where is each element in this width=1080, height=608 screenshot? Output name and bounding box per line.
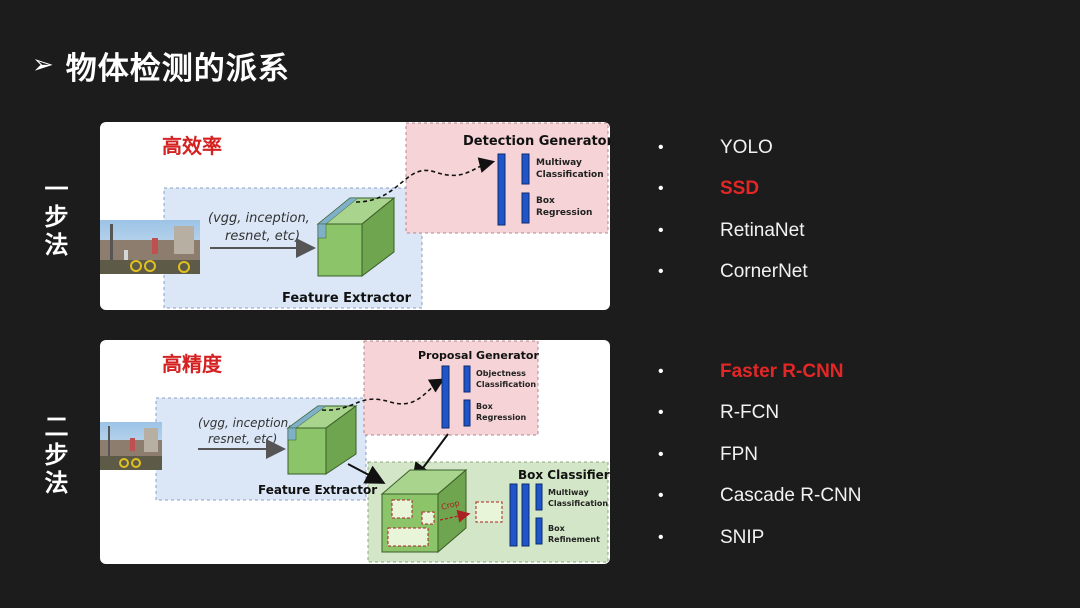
box-classifier-label: Box Classifier [518, 468, 610, 482]
two-stage-label: 二步法 [40, 414, 68, 498]
classifier-bar-1 [509, 483, 518, 547]
regression-text-2: Regression [536, 208, 592, 218]
one-stage-diagram: 高效率 (vgg, inception, resnet, etc) Dete [100, 122, 610, 310]
classification-bar [521, 153, 530, 185]
one-stage-method-list: • YOLO • SSD • RetinaNet • CornerNet [656, 127, 808, 293]
method-label: CornerNet [720, 261, 808, 283]
method-list-item: • Faster R-CNN [656, 351, 861, 393]
two-stage-diagram-svg: 高精度 (vgg, inception, resnet, etc) Propos… [100, 340, 610, 563]
method-list-item: • YOLO [656, 127, 808, 169]
proposal-generator-label: Proposal Generator [418, 349, 539, 362]
multiway-bar [535, 483, 543, 511]
bullet-icon: • [658, 138, 664, 156]
classifier-cube [380, 468, 468, 554]
method-label: SNIP [720, 526, 765, 548]
backbone-text-1: (vgg, inception, [208, 211, 310, 226]
objectness-bar [463, 365, 471, 393]
street-photo [100, 220, 200, 274]
proposal-regression-text-2: Regression [476, 413, 526, 422]
bullet-icon: • [658, 528, 664, 546]
detection-generator-label: Detection Generator [463, 134, 610, 149]
backbone-text-2: resnet, etc) [225, 229, 300, 244]
cropped-region [475, 501, 503, 523]
efficiency-headline: 高效率 [162, 134, 222, 158]
proposal-regression-text-1: Box [476, 402, 494, 411]
method-list-item: • R-FCN [656, 393, 861, 435]
bullet-icon: • [658, 362, 664, 380]
method-list-item: • CornerNet [656, 252, 808, 294]
bullet-icon: • [658, 487, 664, 505]
method-list-item: • FPN [656, 434, 861, 476]
method-label: YOLO [720, 136, 773, 158]
classification-text-2: Classification [536, 170, 604, 180]
method-list-item: • Cascade R-CNN [656, 476, 861, 518]
method-list-item: • SNIP [656, 517, 861, 559]
detection-generator-region [405, 122, 609, 234]
one-stage-diagram-svg: 高效率 (vgg, inception, resnet, etc) Dete [100, 122, 610, 309]
bullet-icon: • [658, 221, 664, 239]
proposal-generator-region [363, 340, 539, 436]
backbone-text-2: resnet, etc) [208, 432, 277, 446]
bullet-icon: • [658, 180, 664, 198]
refinement-text-2: Refinement [548, 535, 600, 544]
objectness-text-2: Classification [476, 380, 536, 389]
multiway-text-1: Multiway [548, 488, 590, 497]
method-label: Faster R-CNN [720, 360, 844, 382]
slide-title: ➢ 物体检测的派系 [32, 42, 290, 88]
accuracy-headline: 高精度 [162, 352, 223, 376]
method-list-item: • RetinaNet [656, 210, 808, 252]
method-label: RetinaNet [720, 219, 805, 241]
classification-text-1: Multiway [536, 158, 582, 168]
backbone-text-1: (vgg, inception, [198, 416, 292, 430]
refinement-bar [535, 517, 543, 545]
method-label: Cascade R-CNN [720, 485, 862, 507]
method-label: FPN [720, 443, 758, 465]
classifier-bar-2 [521, 483, 530, 547]
shared-head-bar [497, 153, 506, 226]
street-photo [100, 422, 162, 470]
detection-flow-arrow [355, 157, 496, 203]
proposal-shared-bar [441, 365, 450, 429]
multiway-text-2: Classification [548, 499, 608, 508]
bullet-icon: • [658, 445, 664, 463]
method-list-item: • SSD [656, 169, 808, 211]
objectness-text-1: Objectness [476, 369, 526, 378]
proposal-flow-arrow [321, 378, 445, 411]
regression-text-1: Box [536, 196, 555, 206]
proposal-regression-bar [463, 399, 471, 427]
title-text: 物体检测的派系 [65, 50, 290, 87]
refinement-text-1: Box [548, 524, 566, 533]
feature-cube [286, 405, 358, 475]
regression-bar [521, 192, 530, 224]
one-stage-label: 一步法 [40, 176, 68, 260]
arrow-bullet-icon: ➢ [32, 50, 54, 80]
two-stage-diagram: 高精度 (vgg, inception, resnet, etc) Propos… [100, 340, 610, 564]
two-stage-method-list: • Faster R-CNN • R-FCN • FPN • Cascade R-CNN • SN… [656, 351, 861, 559]
bullet-icon: • [658, 404, 664, 422]
features-to-classifier-arrow [347, 463, 386, 484]
feature-extractor-label: Feature Extractor [258, 483, 377, 497]
feature-extractor-label: Feature Extractor [282, 291, 412, 306]
feature-cube [316, 196, 396, 277]
bullet-icon: • [658, 263, 664, 281]
method-label: SSD [720, 178, 760, 200]
method-label: R-FCN [720, 402, 780, 424]
